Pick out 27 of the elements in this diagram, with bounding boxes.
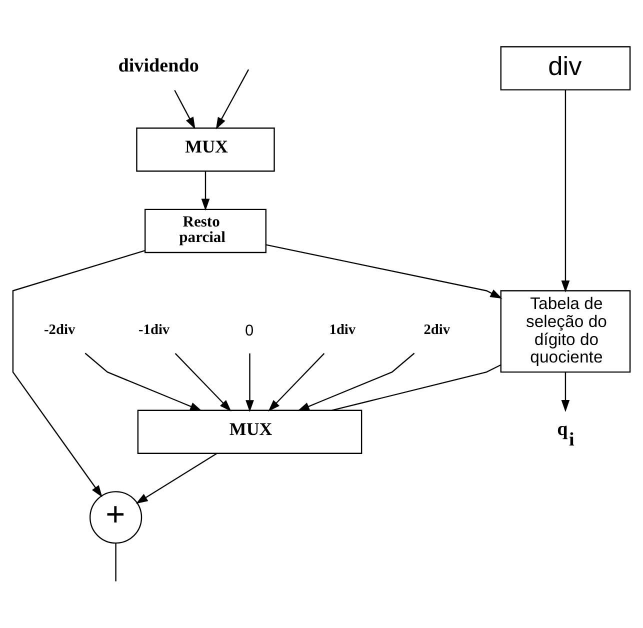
node-text: 0: [244, 322, 254, 339]
node-text: dividendo: [118, 55, 199, 76]
node-box: MUX: [137, 409, 362, 454]
arrow: [297, 352, 415, 411]
arrow: [266, 244, 502, 298]
node-box: MUX: [136, 127, 275, 172]
arrow: [216, 68, 250, 129]
node-box: Tabela de seleção do dígito do quociente: [500, 290, 631, 372]
arrow: [201, 171, 210, 210]
node-circle: +: [90, 490, 142, 544]
node-text: -1div: [138, 321, 170, 338]
arrow: [174, 89, 196, 129]
connector: [332, 364, 501, 410]
arrow: [136, 452, 218, 504]
node-box: div: [500, 46, 631, 90]
node-box: Resto parcial: [144, 208, 266, 253]
node-text: 2div: [424, 321, 450, 338]
arrow: [84, 352, 202, 411]
arrow: [246, 352, 254, 412]
node-text: 1div: [329, 321, 356, 338]
arrow: [174, 352, 232, 412]
arrow: [561, 372, 570, 412]
arrow: [12, 250, 145, 497]
node-text: -2div: [44, 321, 76, 338]
arrow: [268, 352, 325, 412]
connector: [115, 542, 116, 581]
arrow: [561, 89, 570, 292]
